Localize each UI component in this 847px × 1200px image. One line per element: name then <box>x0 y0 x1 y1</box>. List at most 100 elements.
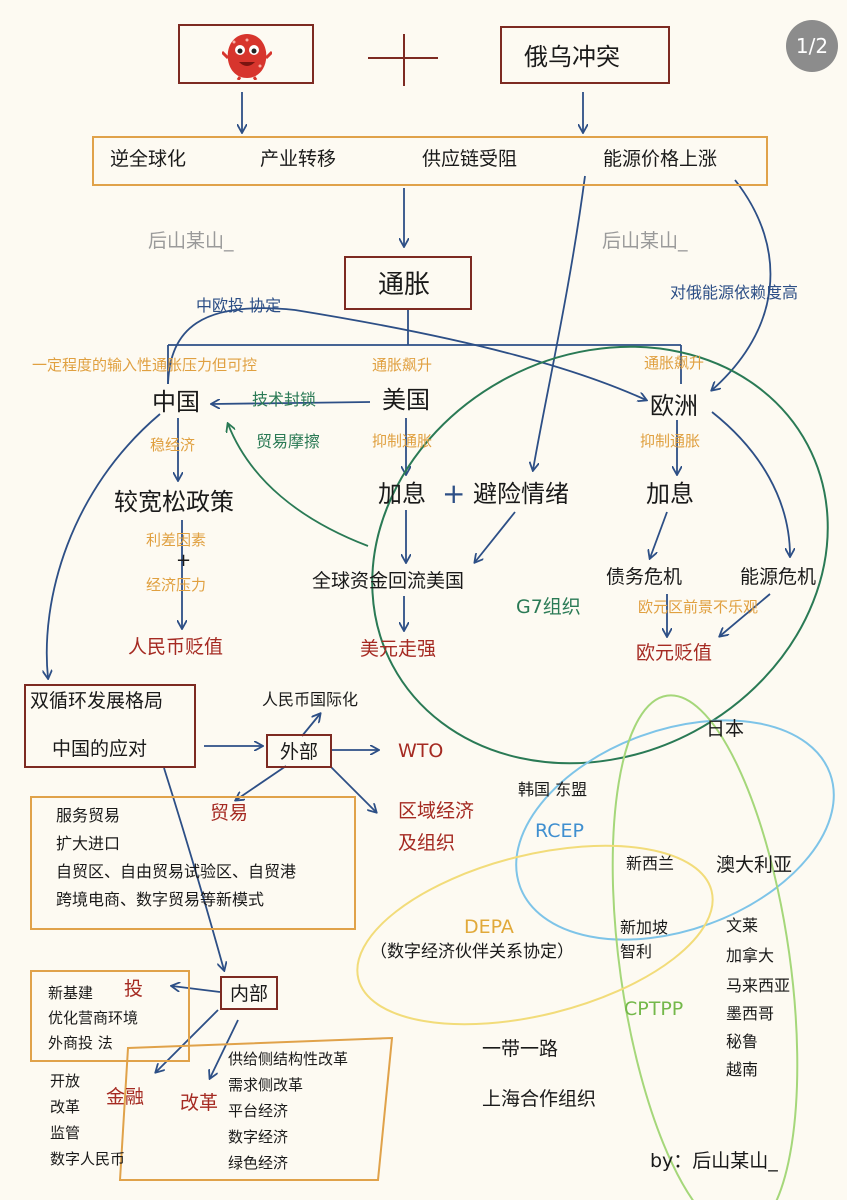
node-debt-crisis: 债务危机 <box>606 566 683 588</box>
cptpp-ellipse <box>611 694 799 1200</box>
node-europe: 欧洲 <box>650 392 698 420</box>
invest-title: 投 <box>124 978 144 1000</box>
china-response-label: 中国的应对 <box>52 738 148 760</box>
cause-supply-chain: 供应链受阻 <box>422 148 518 170</box>
node-us-hike: 加息 <box>378 480 426 508</box>
us-curb-label: 抑制通胀 <box>372 432 433 450</box>
econ-pressure-label: 经济压力 <box>146 576 207 594</box>
finance-item-3: 数字人民币 <box>50 1150 126 1168</box>
reform-item-3: 数字经济 <box>228 1128 289 1146</box>
org-japan: 日本 <box>706 718 745 740</box>
node-china: 中国 <box>152 388 200 416</box>
hike-to-debt-arrow <box>650 511 668 558</box>
external-box: 外部 <box>266 734 332 768</box>
rate-diff-label: 利差因素 <box>146 531 207 549</box>
org-cptpp-0: 文莱 <box>726 916 759 935</box>
inflation-label: 通胀 <box>378 270 431 300</box>
node-capital-flow: 全球资金回流美国 <box>312 570 465 592</box>
org-singapore: 新加坡 <box>620 918 669 937</box>
plus-sign-top <box>368 34 438 86</box>
org-australia: 澳大利亚 <box>716 854 793 876</box>
trade-item-2: 自贸区、自由贸易试验区、自贸港 <box>56 862 297 881</box>
node-plus: + <box>442 477 466 510</box>
org-cptpp-1: 加拿大 <box>726 946 775 965</box>
risk-to-flow-arrow <box>475 511 516 562</box>
energy-to-eur-arrow <box>720 593 771 636</box>
node-energy-crisis: 能源危机 <box>740 566 817 588</box>
external-to-regional-arrow <box>329 765 376 812</box>
eu-to-energy-crisis-arrow <box>711 411 790 556</box>
node-usd-strong: 美元走强 <box>360 638 437 660</box>
node-rmb-depreciation: 人民币贬值 <box>128 636 224 658</box>
virus-mascot-icon <box>220 32 274 81</box>
dual-cycle-label: 双循环发展格局 <box>30 690 164 712</box>
inflation-split-line <box>167 310 682 384</box>
g7-ellipse <box>371 345 829 765</box>
org-nz: 新西兰 <box>626 854 675 873</box>
finance-item-2: 监管 <box>50 1124 81 1142</box>
watermark-left: 后山某山_ <box>148 230 234 252</box>
wto-label: WTO <box>398 740 444 762</box>
response-box <box>24 684 196 768</box>
internal-to-reform-arrow <box>210 1019 239 1078</box>
rmb-intl-label: 人民币国际化 <box>262 690 359 709</box>
tech-block-arrow <box>212 402 371 404</box>
internal-to-invest-arrow <box>172 986 221 993</box>
cai-arrow <box>167 307 646 400</box>
node-risk-aversion: 避险情绪 <box>473 480 569 508</box>
eu-inflation-label: 通胀飙升 <box>644 354 705 372</box>
org-cptpp-3: 墨西哥 <box>726 1004 775 1023</box>
china-pressure-label: 一定程度的输入性通胀压力但可控 <box>32 356 258 374</box>
trade-title: 贸易 <box>210 802 249 824</box>
cause-deglobalization: 逆全球化 <box>110 148 187 170</box>
internal-box: 内部 <box>220 976 278 1010</box>
org-cptpp-4: 秘鲁 <box>726 1032 759 1051</box>
org-rcep: RCEP <box>535 820 584 842</box>
external-to-rmb-intl-arrow <box>301 714 320 737</box>
org-sco: 上海合作组织 <box>482 1088 597 1110</box>
reform-item-4: 绿色经济 <box>228 1154 289 1172</box>
watermark-right: 后山某山_ <box>602 230 688 252</box>
external-label: 外部 <box>280 741 319 763</box>
reform-title: 改革 <box>180 1092 219 1114</box>
stabilize-label: 稳经济 <box>150 436 196 454</box>
node-usa: 美国 <box>382 386 430 414</box>
cai-label: 中欧投 协定 <box>196 296 282 315</box>
org-depa: DEPA <box>464 916 514 938</box>
org-cptpp-2: 马来西亚 <box>726 976 791 995</box>
finance-item-1: 改革 <box>50 1098 81 1116</box>
org-bri: 一带一路 <box>482 1038 559 1060</box>
cause-industry-transfer: 产业转移 <box>260 148 337 170</box>
conflict-label: 俄乌冲突 <box>524 43 620 71</box>
org-korea-asean: 韩国 东盟 <box>518 780 588 799</box>
finance-title: 金融 <box>106 1086 145 1108</box>
trade-friction-curve <box>228 424 369 547</box>
finance-item-0: 开放 <box>50 1072 81 1090</box>
energy-to-risk-arrow <box>533 175 586 470</box>
page-indicator-badge[interactable]: 1/2 <box>786 20 838 72</box>
inflation-box: 通胀 <box>344 256 472 310</box>
node-eu-hike: 加息 <box>646 480 694 508</box>
rcep-ellipse <box>515 719 835 941</box>
trade-item-0: 服务贸易 <box>56 806 121 825</box>
node-eur-depreciation: 欧元贬值 <box>636 642 713 664</box>
org-cptpp: CPTPP <box>624 998 684 1020</box>
org-cptpp-5: 越南 <box>726 1060 759 1079</box>
internal-label: 内部 <box>230 983 269 1005</box>
china-to-dual-arrow <box>47 413 161 678</box>
conflict-box: 俄乌冲突 <box>500 26 670 84</box>
invest-item-0: 新基建 <box>48 984 94 1002</box>
reform-item-1: 需求侧改革 <box>228 1076 304 1094</box>
g7-label: G7组织 <box>516 596 581 618</box>
invest-box <box>30 970 190 1062</box>
reform-item-0: 供给侧结构性改革 <box>228 1050 349 1068</box>
reform-item-2: 平台经济 <box>228 1102 289 1120</box>
org-depa-full: （数字经济伙伴关系协定） <box>370 942 574 962</box>
tech-block-label: 技术封锁 <box>252 390 317 409</box>
energy-dependence-label: 对俄能源依赖度高 <box>670 283 799 302</box>
trade-box <box>30 796 356 930</box>
depa-ellipse <box>356 844 714 1026</box>
org-chile: 智利 <box>620 942 653 961</box>
virus-box <box>178 24 314 84</box>
